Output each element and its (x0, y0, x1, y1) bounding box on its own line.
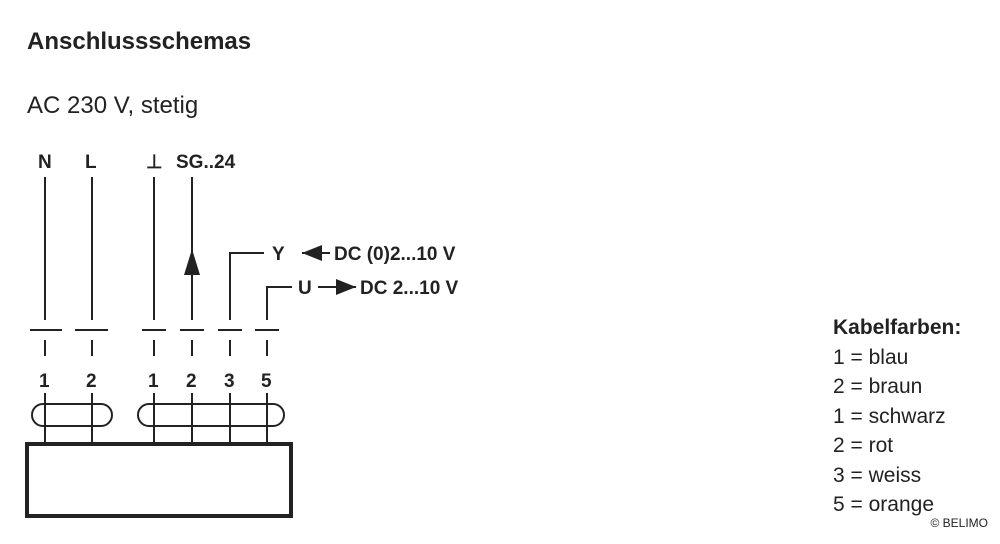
legend-title: Kabelfarben: (833, 316, 962, 339)
wire-number: 5 (261, 371, 272, 392)
sg-arrow-up-icon (184, 249, 200, 275)
wire-number: 2 (186, 371, 197, 392)
cable-jacket-right (137, 403, 285, 427)
signal-y-label: Y (272, 244, 285, 265)
signal-u-label: U (298, 278, 312, 299)
actuator-housing (25, 442, 293, 518)
legend-item: 5 = orange (833, 493, 935, 516)
y-arrow-left-icon (302, 245, 322, 261)
copyright-notice: © BELIMO (930, 516, 988, 530)
diagram-title: Anschlussschemas (27, 28, 252, 55)
wire-number: 2 (86, 371, 97, 392)
legend-item: 2 = braun (833, 375, 923, 398)
wire-u (266, 286, 292, 320)
legend-item: 2 = rot (833, 434, 894, 457)
cable-color-legend: Kabelfarben: 1 = blau 2 = braun 1 = schw… (833, 313, 961, 520)
wire-number: 1 (148, 371, 159, 392)
legend-item: 1 = schwarz (833, 404, 946, 428)
terminal-label-l: L (85, 152, 97, 173)
diagram-subtitle: AC 230 V, stetig (27, 92, 199, 119)
wire-number: 3 (224, 371, 235, 392)
terminal-label-sg: SG..24 (176, 152, 236, 173)
cable-jacket-left (31, 403, 113, 427)
legend-item: 3 = weiss (833, 463, 922, 487)
signal-y-text: DC (0)2...10 V (334, 244, 456, 265)
terminal-label-n: N (38, 152, 52, 173)
u-arrow-right-icon (336, 279, 356, 295)
terminal-label-ground: ⊥ (146, 152, 163, 173)
wire-number: 1 (39, 371, 50, 392)
legend-item: 1 = blau (833, 345, 909, 369)
signal-u-text: DC 2...10 V (360, 278, 459, 299)
wire-y (229, 252, 264, 320)
